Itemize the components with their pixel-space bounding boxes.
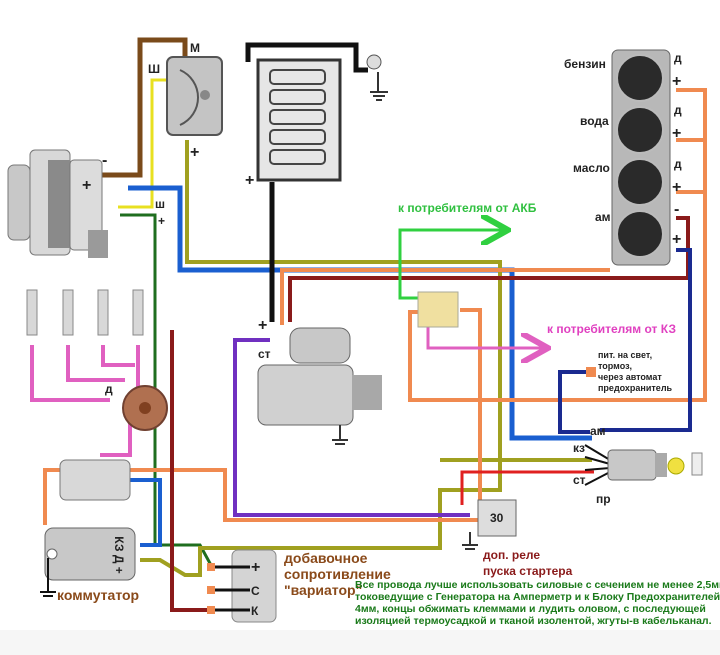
gauge-terminal: + [672,73,681,90]
arrow-label-akb: к потребителям от АКБ [398,201,537,215]
gauge-label-water: вода [580,114,609,128]
gauge-terminal: - [674,201,679,218]
svg-text:пуска стартера: пуска стартера [483,564,573,578]
variator-label: добавочное [284,550,368,566]
wire-orange-commutator [43,308,482,525]
generator-plus-label: + [82,177,91,194]
switch-st-label: ст [573,473,586,487]
svg-text:токоведущие с Генератора на Ам: токоведущие с Генератора на Амперметр и … [355,591,720,603]
generator-plus2-label: + [158,214,165,228]
svg-text:сопротивление: сопротивление [284,566,391,582]
wire-olive [140,140,502,577]
gauge-panel: бензин вода масло ам д + д + д + - + [564,49,682,266]
fuse-terminal [586,367,596,377]
switch-am-label: ам [590,424,606,438]
gauge-label-fuel: бензин [564,57,606,71]
relay-block [417,291,459,328]
svg-text:доп. реле: доп. реле [483,548,540,562]
switch-pr-label: пр [596,492,611,506]
svg-text:предохранитель: предохранитель [598,383,673,393]
gauge-terminal: д [674,157,682,171]
svg-text:Все провода лучше использовать: Все провода лучше использовать силовые с… [355,579,720,591]
starter-st-label: ст [258,347,271,361]
wires [30,37,707,612]
svg-text:4мм, концы обжимать клеммами и: 4мм, концы обжимать клеммами и лудить ол… [355,603,706,615]
voltage-regulator: М Ш + [148,41,223,161]
svg-text:изоляцией термоусадкой и ткано: изоляцией термоусадкой и тканой изоленто… [355,615,712,627]
gauge-terminal: д [674,51,682,65]
ignition-switch: ам кз ст пр [573,424,703,506]
svg-text:+: + [251,559,260,576]
svg-text:пит. на свет,: пит. на свет, [598,350,652,360]
svg-text:К: К [251,604,259,618]
commutator-label: коммутатор [57,587,139,603]
wire-pink-arrow [426,325,545,348]
generator: - + ш + [7,149,165,258]
wire-pink-plugs [30,345,155,402]
wire-brown [100,37,188,178]
starter-relay: 30 доп. реле пуска стартера [462,499,573,578]
svg-text:30: 30 [490,511,504,525]
generator-minus-label: - [102,152,107,169]
switch-kz-label: кз [573,441,585,455]
battery: + [245,54,388,189]
wire-purple [233,338,470,517]
gauge-terminal: + [672,231,681,248]
regulator-sh-label: Ш [148,62,160,76]
ground-icon [370,72,388,101]
svg-text:тормоз,: тормоз, [598,361,632,371]
gauge-label-oil: масло [573,161,610,175]
arrow-label-kz: к потребителям от КЗ [547,322,676,336]
starter: + ст [257,317,382,445]
battery-plus-label: + [245,172,254,189]
svg-text:КЗ Д +: КЗ Д + [112,536,126,574]
regulator-m-label: М [190,41,200,55]
key-icon [667,457,685,475]
wire-olive-kz [440,300,592,462]
svg-text:С: С [251,584,260,598]
wire-orange-gauges [408,88,707,402]
wire-pink-coil [100,420,132,457]
wire-navy-fuse [558,370,590,434]
wire-green-arrow [398,230,505,300]
regulator-plus-label: + [190,144,199,161]
distributor: д [105,382,168,431]
ground-sensor-icon [366,54,382,70]
starter-plus-label: + [258,317,267,334]
gauge-terminal: + [672,179,681,196]
svg-text:"вариатор": "вариатор" [284,582,362,598]
svg-text:д: д [105,382,113,396]
key-icon [691,452,703,476]
fuse-note: пит. на свет, тормоз, через автомат пред… [598,350,673,393]
gauge-label-ammeter: ам [595,210,611,224]
gauge-terminal: д [674,103,682,117]
wire-black-top [245,42,368,73]
gauge-terminal: + [672,125,681,142]
commutator: КЗ Д + коммутатор [40,527,139,603]
wire-red [460,470,594,505]
generator-sh-label: ш [155,197,165,211]
wiring-note: Все провода лучше использовать силовые с… [355,579,720,627]
wire-orange-starter [280,268,610,325]
wire-yellow [118,78,168,209]
svg-text:через автомат: через автомат [598,372,662,382]
spark-plugs [26,289,144,336]
wire-navy [600,248,692,432]
ignition-coil [59,459,131,501]
footer-band [0,630,720,655]
variator: + С К добавочное сопротивление "вариатор… [207,549,391,623]
